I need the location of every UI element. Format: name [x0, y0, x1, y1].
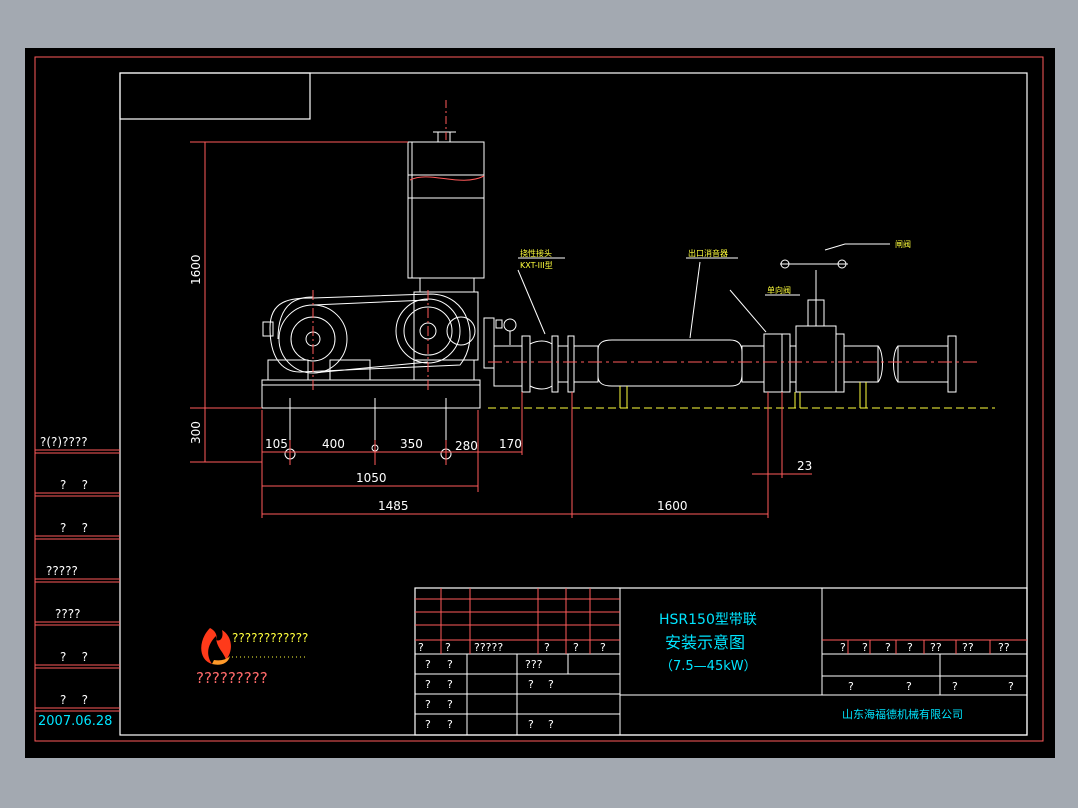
left-cell-8: ? [425, 698, 431, 711]
label-gate-valve: 闸阀 [895, 240, 911, 249]
right-row1-7: ?? [998, 641, 1010, 654]
logo-text-line2: ????????? [196, 669, 268, 687]
title-line-2: 安装示意图 [665, 633, 745, 652]
dim-1485: 1485 [378, 499, 409, 513]
left-cell-3: ??? [525, 658, 543, 671]
drawing-date: 2007.06.28 [38, 714, 112, 729]
logo-text-line1: ???????????? [232, 631, 308, 645]
left-cell-1: ? [425, 658, 431, 671]
left-cell-6: ? [528, 678, 534, 691]
left-cell-11: ? [447, 718, 453, 731]
right-row1-5: ?? [930, 641, 942, 654]
left-cell-12: ? [528, 718, 534, 731]
dim-23: 23 [797, 459, 812, 473]
side-item-1: ?(?)???? [40, 435, 88, 449]
right-row2-3: ? [952, 680, 958, 693]
top-left-box [119, 72, 311, 120]
left-cell-9: ? [447, 698, 453, 711]
right-row1-4: ? [907, 641, 913, 654]
title-line-3: （7.5—45kW） [660, 659, 757, 674]
left-cell-13: ? [548, 718, 554, 731]
left-cell-2: ? [447, 658, 453, 671]
right-row1-1: ? [840, 641, 846, 654]
dim-350: 350 [400, 437, 423, 451]
side-item-4: ????? [46, 564, 78, 578]
dim-300-vertical: 300 [189, 421, 203, 444]
right-row2-1: ? [848, 680, 854, 693]
leaders [517, 243, 890, 339]
right-row1-3: ? [885, 641, 891, 654]
side-item-6: ? ? [60, 650, 88, 664]
sign-cell-2: ? [445, 641, 451, 654]
sign-cell-4: ? [544, 641, 550, 654]
sign-cell-6: ? [600, 641, 606, 654]
title-block-grid [414, 587, 1028, 736]
side-strip [35, 449, 120, 712]
label-flex-joint: 挠性接头 [520, 248, 552, 258]
label-joint-model: KXT-III型 [520, 261, 553, 270]
outlet-pipe [843, 345, 879, 383]
company-name: 山东海福德机械有限公司 [842, 707, 963, 721]
dim-1600-horizontal: 1600 [657, 499, 688, 513]
title-line-1: HSR150型带联 [659, 612, 757, 628]
dim-105: 105 [265, 437, 288, 451]
right-row2-4: ? [1008, 680, 1014, 693]
right-row1-2: ? [862, 641, 868, 654]
right-row2-2: ? [906, 680, 912, 693]
dim-1600-vertical: 1600 [189, 254, 203, 285]
side-item-3: ? ? [60, 521, 88, 535]
label-outlet-silencer: 出口消音器 [688, 248, 728, 258]
dim-1050: 1050 [356, 471, 387, 485]
left-cell-10: ? [425, 718, 431, 731]
sign-cell-5: ? [573, 641, 579, 654]
side-item-2: ? ? [60, 478, 88, 492]
sign-cell-1: ? [418, 641, 424, 654]
base-frame [261, 379, 481, 409]
right-row1-6: ?? [962, 641, 974, 654]
dim-170: 170 [499, 437, 522, 451]
dimensions [190, 141, 812, 518]
side-item-7: ? ? [60, 693, 88, 707]
dim-280: 280 [455, 439, 478, 453]
outer-border [34, 56, 1044, 742]
side-item-5: ???? [55, 607, 80, 621]
sign-cell-3: ????? [474, 641, 503, 654]
dim-400: 400 [322, 437, 345, 451]
left-cell-5: ? [447, 678, 453, 691]
drawing-sheet [25, 48, 1055, 758]
left-cell-7: ? [548, 678, 554, 691]
left-cell-4: ? [425, 678, 431, 691]
company-logo [201, 628, 231, 665]
label-check-valve: 单向阀 [767, 285, 791, 295]
